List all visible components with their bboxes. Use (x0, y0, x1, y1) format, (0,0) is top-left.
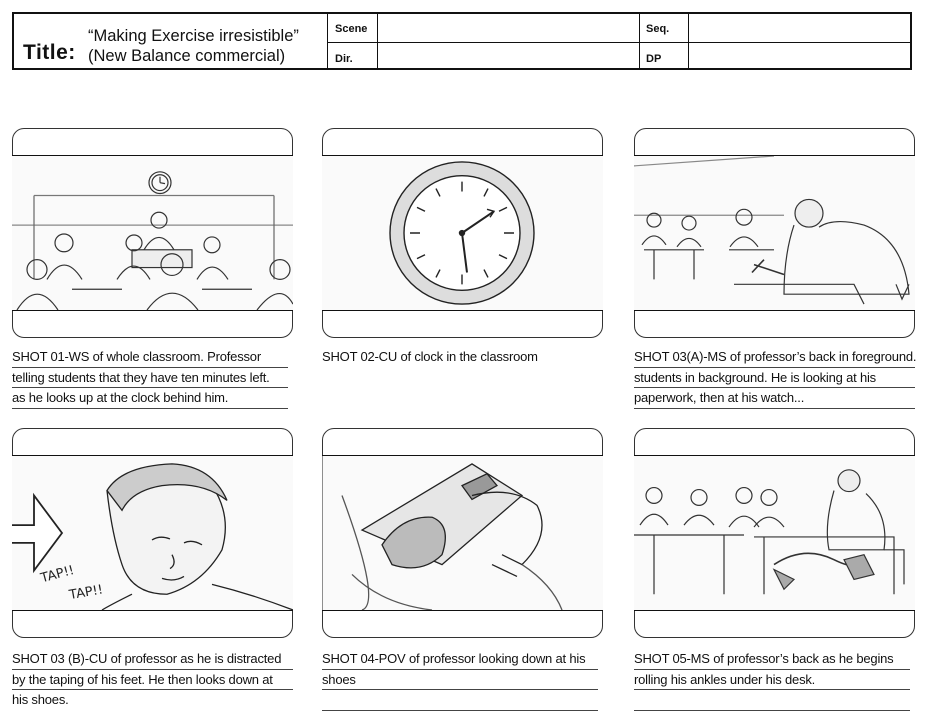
caption-line: SHOT 04-POV of professor looking down at… (322, 649, 598, 670)
storyboard-panel-3 (634, 128, 915, 338)
panel-sketch: TAP!! TAP!! (12, 455, 293, 611)
storyboard-panel-1 (12, 128, 293, 338)
caption-line: shoes (322, 670, 598, 690)
panel-2-caption: SHOT 02-CU of clock in the classroom (322, 347, 598, 368)
storyboard-panel-6 (634, 428, 915, 638)
caption-line: rolling his ankles under his desk. (634, 670, 910, 690)
header-column-divider (688, 14, 689, 68)
panel-5-caption: SHOT 04-POV of professor looking down at… (322, 649, 598, 711)
sfx-tap-1: TAP!! (38, 563, 76, 586)
storyboard-panel-4: TAP!! TAP!! (12, 428, 293, 638)
header-row-divider (327, 42, 910, 43)
storyboard-header: Title: “Making Exercise irresistible” (N… (12, 12, 912, 70)
header-column-divider (377, 14, 378, 68)
scene-label: Scene (335, 23, 368, 35)
title-cell: Title: “Making Exercise irresistible” (N… (14, 14, 328, 68)
classroom-sketch (12, 171, 293, 310)
panel-3-caption: SHOT 03(A)-MS of professor’s back in for… (634, 347, 917, 409)
storyboard-panel-2 (322, 128, 603, 338)
sfx-tap-2: TAP!! (67, 583, 104, 604)
caption-line: SHOT 01-WS of whole classroom. Professor (12, 347, 288, 368)
caption-line: telling students that they have ten minu… (12, 368, 288, 388)
title-label: Title: (23, 41, 76, 64)
caption-line: as he looks up at the clock behind him. (12, 388, 288, 409)
title-line-2: (New Balance commercial) (88, 47, 286, 65)
caption-line: SHOT 05-MS of professor’s back as he beg… (634, 649, 910, 670)
panel-sketch (322, 155, 603, 311)
header-column-divider (639, 14, 640, 68)
clock-sketch (389, 161, 535, 305)
professor-desk-sketch (634, 156, 910, 305)
panel-sketch (634, 155, 915, 311)
panel-sketch (12, 155, 293, 311)
panel-4-caption: SHOT 03 (B)-CU of professor as he is dis… (12, 649, 293, 711)
panel-sketch (634, 455, 915, 611)
shoes-pov-sketch (322, 456, 563, 610)
dir-label: Dir. (335, 53, 353, 65)
storyboard-panel-5 (322, 428, 603, 638)
panel-1-caption: SHOT 01-WS of whole classroom. Professor… (12, 347, 288, 409)
caption-line (634, 690, 910, 711)
caption-line: students in background. He is looking at… (634, 368, 915, 388)
panel-6-caption: SHOT 05-MS of professor’s back as he beg… (634, 649, 910, 711)
professor-closeup-sketch: TAP!! TAP!! (12, 463, 293, 610)
title-line-1: “Making Exercise irresistible” (88, 27, 299, 45)
caption-line: SHOT 02-CU of clock in the classroom (322, 349, 538, 364)
caption-line: paperwork, then at his watch... (634, 388, 915, 409)
caption-line (322, 690, 598, 711)
seq-label: Seq. (646, 23, 670, 35)
caption-line: his shoes. (12, 692, 69, 707)
caption-line: by the taping of his feet. He then looks… (12, 670, 293, 690)
caption-line: SHOT 03 (B)-CU of professor as he is dis… (12, 649, 293, 670)
ankle-rolling-sketch (634, 469, 905, 595)
caption-line: SHOT 03(A)-MS of professor’s back in for… (634, 347, 917, 368)
dp-label: DP (646, 53, 662, 65)
panel-sketch (322, 455, 603, 611)
